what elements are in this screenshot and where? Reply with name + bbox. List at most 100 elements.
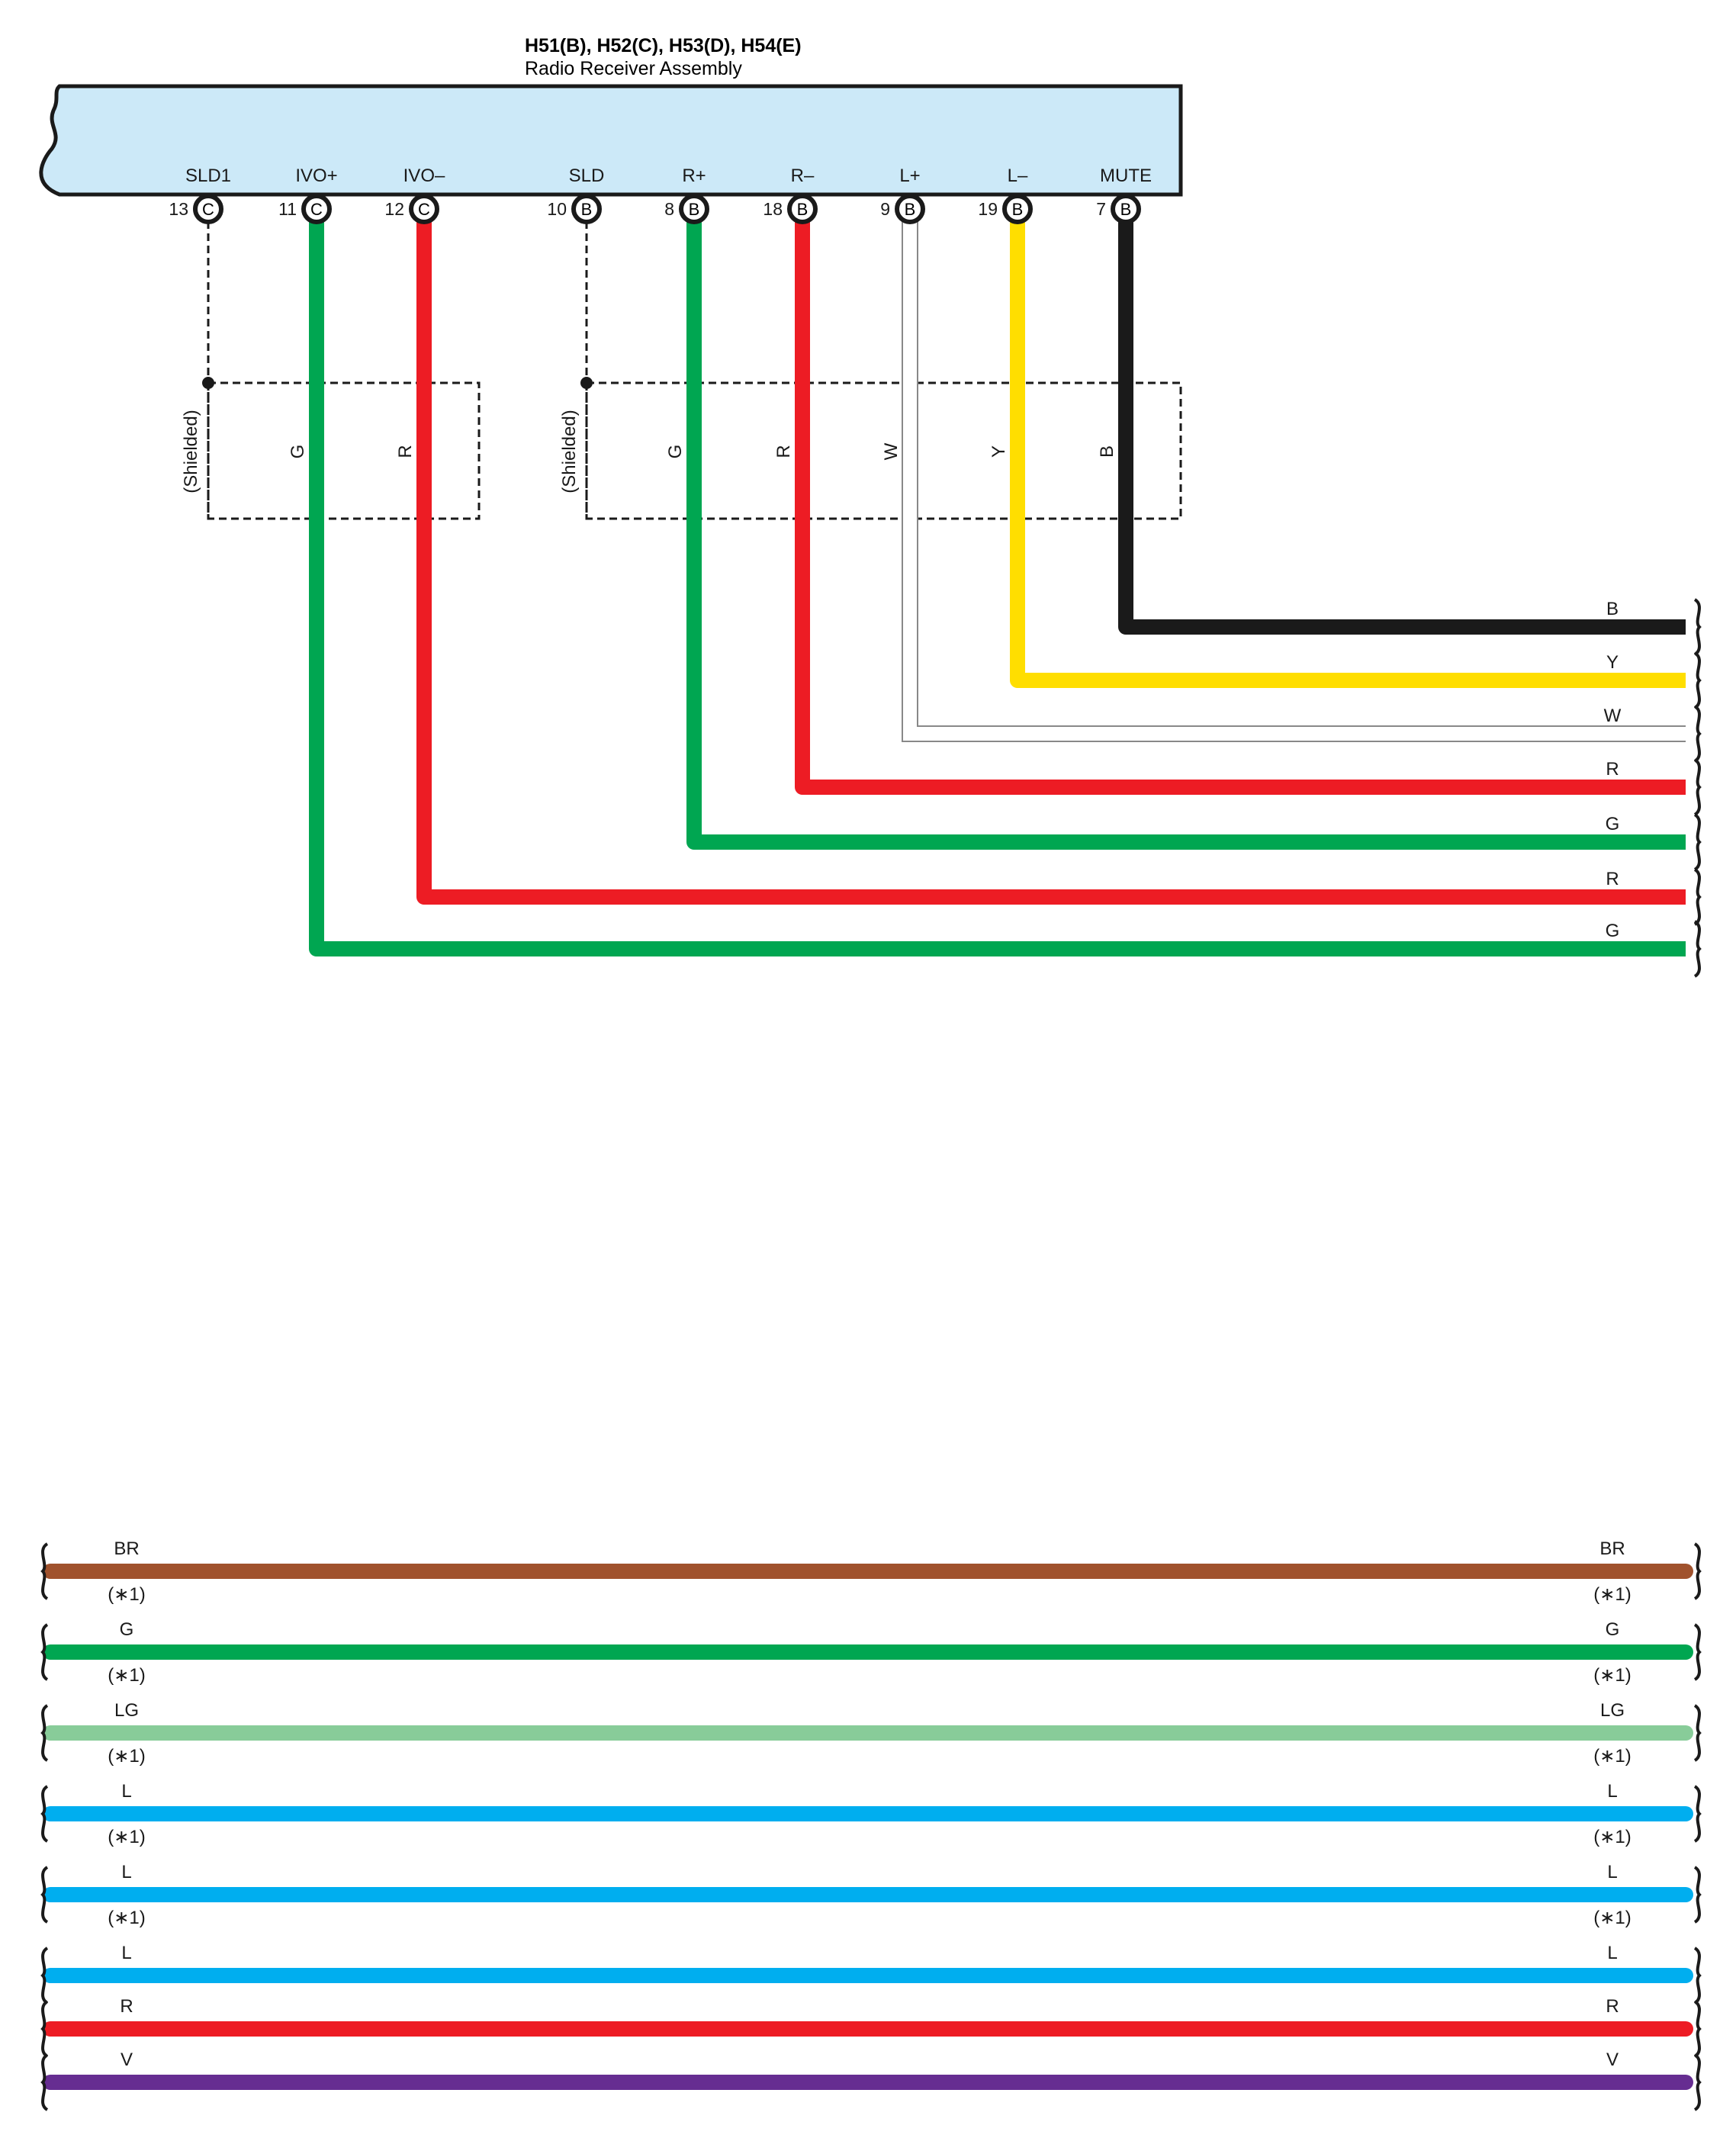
break-mark-bottom-right-4	[1693, 1866, 1702, 1924]
pin-7-terminal[interactable]	[1002, 194, 1033, 224]
bottom-wire-2-left-label: LG	[114, 1700, 139, 1721]
vlabel-ivo-plus: G	[288, 445, 308, 459]
bottom-wire-3-left-note: (∗1)	[108, 1827, 145, 1847]
wire-ivo-minus-red[interactable]	[416, 221, 1686, 905]
pin-5-connector-letter: B	[797, 200, 809, 219]
break-mark-left-7	[40, 2053, 49, 2111]
break-mark-right-3	[1693, 758, 1702, 816]
pin-label-mute: MUTE	[1100, 166, 1152, 186]
pin-3-terminal[interactable]	[571, 194, 602, 224]
rlabel-r1: R	[1606, 759, 1619, 780]
pin-4-terminal[interactable]	[679, 194, 709, 224]
pin-4-number: 8	[664, 199, 674, 219]
pin-0-terminal[interactable]	[193, 194, 223, 224]
pin-7-connector-letter: B	[1012, 200, 1024, 219]
pin-6-number: 9	[880, 199, 890, 219]
pin-6-connector-letter: B	[905, 200, 916, 219]
bottom-wire-3-right-label: L	[1607, 1781, 1617, 1802]
pin-3-number: 10	[547, 199, 567, 219]
bottom-wire-2-left-note: (∗1)	[108, 1746, 145, 1767]
bottom-wire-5-right-label: L	[1607, 1943, 1617, 1963]
bottom-wire-1-left-label: G	[120, 1619, 134, 1640]
pin-label-l-minus: L–	[1008, 166, 1028, 186]
break-mark-left-0	[40, 1542, 49, 1600]
bottom-wire-0-left-note: (∗1)	[108, 1584, 145, 1605]
bottom-wire-4-left-note: (∗1)	[108, 1908, 145, 1928]
wire-r-plus-green[interactable]	[686, 221, 1686, 850]
connector-ids: H51(B), H52(C), H53(D), H54(E)	[525, 35, 802, 56]
bottom-wire-6-right-label: R	[1606, 1996, 1619, 2017]
wire-ivo-plus-green[interactable]	[309, 221, 1686, 956]
bottom-wire-4-left-label: L	[121, 1862, 131, 1882]
wire-mute-black[interactable]	[1118, 221, 1686, 635]
wire-l-minus-yellow[interactable]	[1010, 221, 1686, 688]
upper-break-marks	[1693, 598, 1702, 978]
pin-5-terminal[interactable]	[787, 194, 818, 224]
pin-label-r-minus: R–	[791, 166, 815, 186]
break-mark-bottom-right-3	[1693, 1785, 1702, 1843]
pin-label-r-plus: R+	[682, 166, 706, 186]
break-mark-bottom-right-0	[1693, 1542, 1702, 1600]
break-mark-bottom-right-1	[1693, 1623, 1702, 1681]
break-mark-bottom-right-6	[1693, 2000, 1702, 2058]
pin-7-number: 19	[978, 199, 998, 219]
break-mark-bottom-right-5	[1693, 1947, 1702, 2005]
pin-label-l-plus: L+	[899, 166, 920, 186]
right-wire-labels: B Y W R G R G	[1604, 599, 1622, 941]
break-mark-right-1	[1693, 651, 1702, 709]
pin-label-ivo-minus: IVO–	[403, 166, 445, 186]
pin-2-terminal[interactable]	[409, 194, 439, 224]
radio-receiver-box[interactable]	[39, 84, 1183, 197]
break-mark-bottom-right-7	[1693, 2053, 1702, 2111]
pin-8-terminal[interactable]	[1111, 194, 1141, 224]
pin-2-connector-letter: C	[418, 200, 430, 219]
pin-4-connector-letter: B	[689, 200, 700, 219]
vlabel-mute: B	[1097, 445, 1117, 458]
rlabel-w: W	[1604, 706, 1622, 726]
wire-l-plus-white[interactable]	[902, 221, 1686, 742]
shield-label-2: (Shielded)	[559, 410, 580, 493]
wire-r-minus-red[interactable]	[795, 221, 1686, 795]
pin-labels: SLD1 IVO+ IVO– SLD R+ R– L+ L– MUTE	[185, 166, 1152, 186]
pin-1-terminal[interactable]	[301, 194, 332, 224]
pin-6-terminal[interactable]	[895, 194, 925, 224]
break-mark-right-4	[1693, 813, 1702, 871]
bottom-wire-7-right-label: V	[1606, 2050, 1619, 2070]
bottom-wire-0-right-label: BR	[1599, 1538, 1625, 1559]
rlabel-y: Y	[1606, 652, 1619, 673]
vertical-wire-labels: (Shielded) (Shielded) G R G R W Y B	[181, 410, 1117, 493]
pin-label-sld: SLD	[569, 166, 605, 186]
bottom-wire-2-right-label: LG	[1600, 1700, 1625, 1721]
pin-1-connector-letter: C	[310, 200, 323, 219]
vlabel-ivo-minus: R	[395, 445, 416, 458]
break-mark-left-2	[40, 1704, 49, 1762]
bottom-wire-0-right-note: (∗1)	[1593, 1584, 1631, 1605]
break-mark-bottom-right-2	[1693, 1704, 1702, 1762]
break-mark-right-6	[1693, 920, 1702, 978]
shield-box-2	[585, 381, 1182, 520]
pin-8-number: 7	[1096, 199, 1106, 219]
vlabel-r-plus: G	[665, 445, 686, 459]
break-mark-left-1	[40, 1623, 49, 1681]
break-mark-left-5	[40, 1947, 49, 2005]
break-mark-right-2	[1693, 705, 1702, 763]
rlabel-r2: R	[1606, 869, 1619, 889]
rlabel-b: B	[1606, 599, 1619, 619]
shield-box-1	[207, 381, 481, 520]
pin-label-sld1: SLD1	[185, 166, 231, 186]
pin-1-number: 11	[278, 199, 297, 219]
pin-label-ivo-plus: IVO+	[295, 166, 337, 186]
component-name: Radio Receiver Assembly	[525, 58, 742, 79]
bottom-wire-1-right-label: G	[1606, 1619, 1620, 1640]
pin-2-number: 12	[384, 199, 404, 219]
bottom-wire-3-left-label: L	[121, 1781, 131, 1802]
pin-0-number: 13	[169, 199, 188, 219]
wires	[202, 221, 1686, 956]
bottom-wire-3-right-note: (∗1)	[1593, 1827, 1631, 1847]
break-mark-right-5	[1693, 868, 1702, 926]
vlabel-l-plus: W	[881, 442, 902, 460]
pin-3-connector-letter: B	[581, 200, 593, 219]
